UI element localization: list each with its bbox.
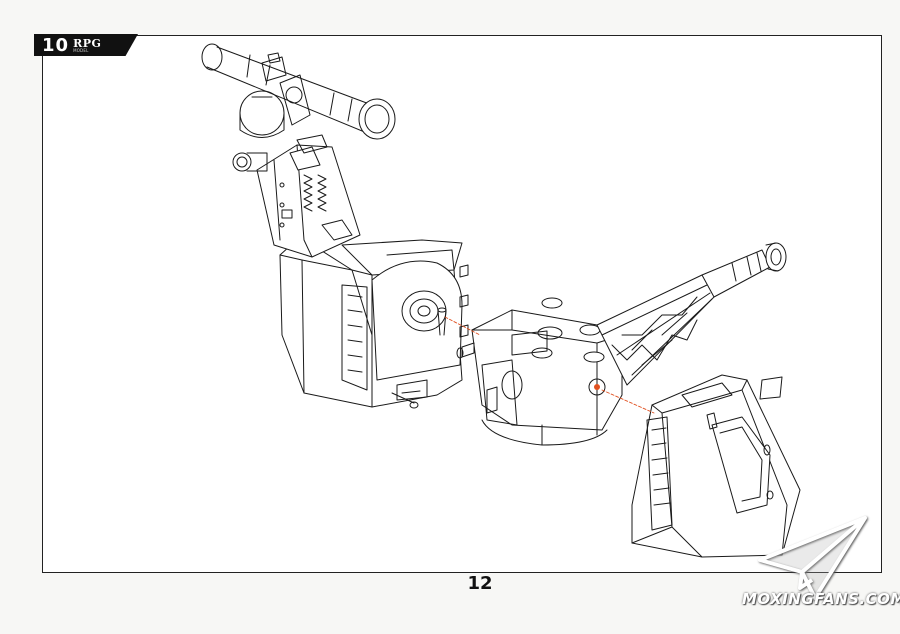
- assembly-drawing: [201, 43, 801, 558]
- watermark-text: MOXINGFANS.COM: [742, 590, 900, 608]
- brand-sub-text: MODEL: [73, 47, 89, 53]
- left-base-part: [279, 236, 469, 409]
- turret-block-part: [456, 297, 623, 446]
- page-number: 12: [467, 573, 493, 594]
- brand-logo-text: RPG: [73, 36, 102, 50]
- brand-logo: RPG MODEL: [73, 38, 101, 53]
- step-badge: 10 RPG MODEL: [34, 34, 138, 56]
- upper-column-part: [201, 43, 396, 258]
- gun-truss-part: [596, 242, 787, 386]
- alignment-guides: [444, 316, 655, 414]
- paper-plane-icon: [758, 516, 867, 600]
- step-number: 10: [42, 34, 70, 56]
- right-base-part: [631, 374, 801, 558]
